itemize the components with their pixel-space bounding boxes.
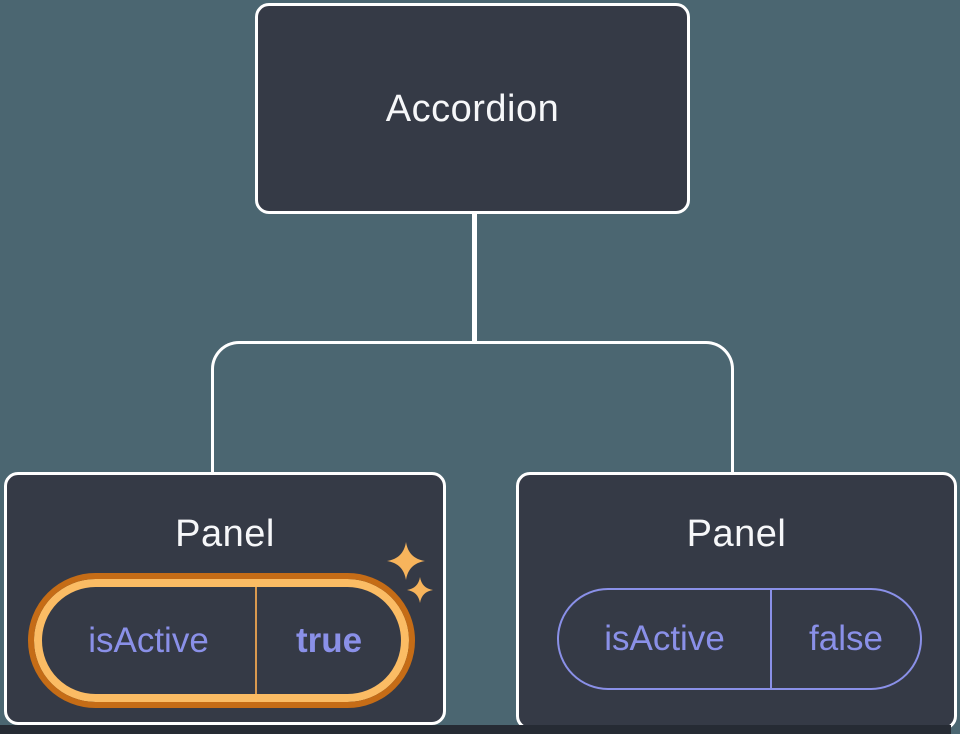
accordion-node-label: Accordion	[385, 87, 560, 130]
root-connector-line	[472, 213, 477, 343]
panel-node-label: Panel	[686, 513, 787, 555]
panel-node-label: Panel	[175, 513, 275, 555]
prop-name-cell: isActive	[604, 619, 725, 658]
prop-pill-inactive: isActive false	[557, 588, 922, 690]
page-background-strip	[0, 725, 951, 734]
children-connector-bracket	[211, 341, 734, 472]
panel-node-active: Panel isActive true	[4, 472, 446, 725]
pill-divider	[255, 587, 257, 694]
sparkle-icon	[407, 577, 433, 603]
accordion-node: Accordion	[255, 3, 690, 214]
prop-pill-active: isActive true	[28, 573, 415, 708]
pill-divider	[770, 590, 772, 688]
prop-value-cell: false	[809, 619, 883, 658]
prop-name-cell: isActive	[88, 620, 209, 660]
sparkle-icon	[387, 542, 425, 580]
panel-node-inactive: Panel isActive false	[516, 472, 957, 730]
prop-value-cell: true	[295, 620, 363, 660]
